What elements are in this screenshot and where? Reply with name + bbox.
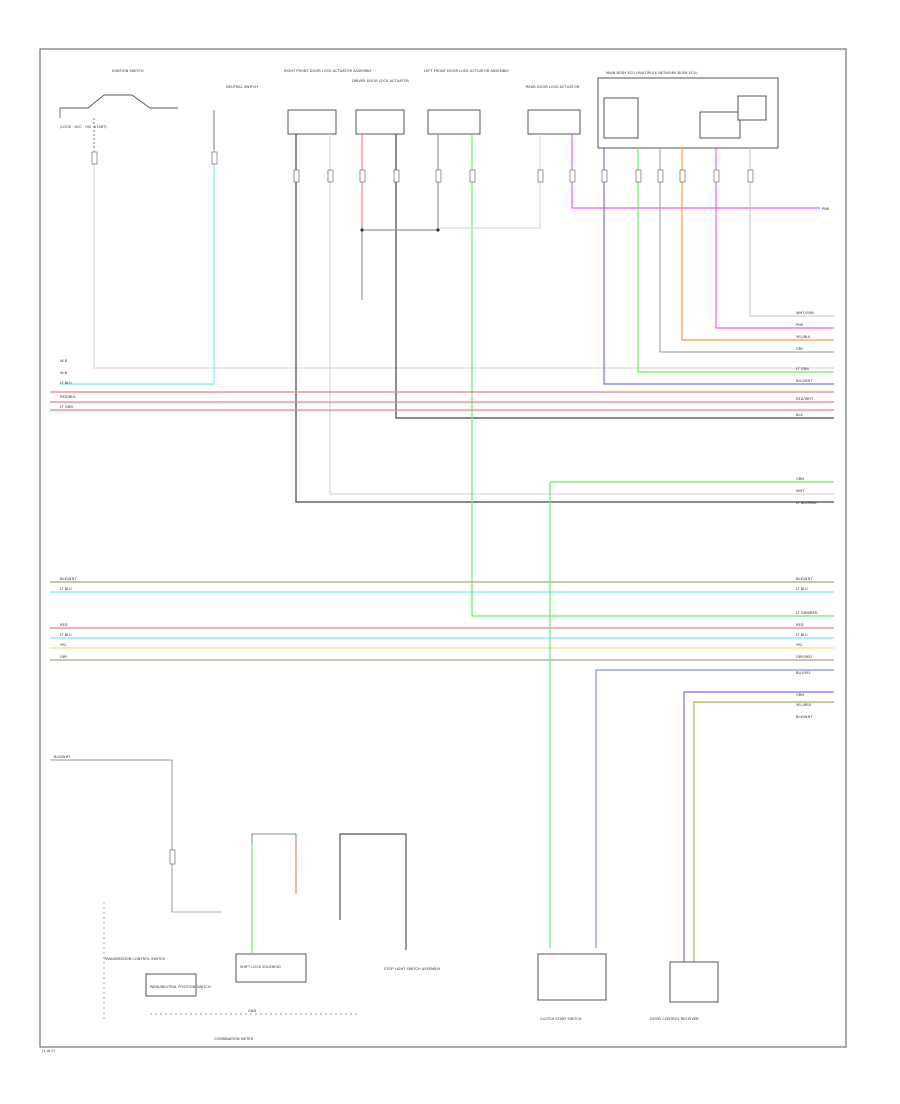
wire-label: LT BLU — [60, 633, 72, 637]
wire-label: GRN — [796, 477, 804, 481]
wire-label: RED/BLK — [60, 395, 76, 399]
wire-green-ecu — [637, 148, 834, 373]
shift-lock-solenoid-label: SHIFT LOCK SOLENOID — [240, 965, 281, 969]
wire-labels: W-B W-B LT BLU RED/BLK LT GRN WHT/GRN PN… — [60, 207, 830, 719]
door-control-receiver: DOOR CONTROL RECEIVER — [650, 961, 719, 1021]
wire-label: YEL/BLK — [796, 335, 811, 339]
diagram-frame — [39, 48, 847, 1048]
stop-light-switch: STOP LIGHT SWITCH ASSEMBLY — [339, 833, 441, 971]
main-body-ecu-label: MAIN BODY ECU (MULTIPLEX NETWORK BODY EC… — [606, 71, 698, 75]
wire-orange-ecu — [681, 148, 834, 341]
clutch-start-switch: CLUTCH START SWITCH — [537, 953, 607, 1021]
ignition-switch-sub: (LOCK · ACC · ON · START) — [60, 125, 107, 129]
bottom-note: GND — [248, 1009, 256, 1013]
wire-label: RED/WHT — [796, 397, 814, 401]
driver-door-lock-label: DRIVER DOOR LOCK ACTUATOR — [352, 79, 409, 83]
wire-label: BLU/YEL — [796, 671, 811, 675]
clutch-start-switch-label: CLUTCH START SWITCH — [540, 1017, 582, 1021]
transmission-ecu-label: TRANSMISSION CONTROL SWITCH — [103, 957, 165, 961]
wire-label: GRN — [796, 693, 804, 697]
main-body-ecu: MAIN BODY ECU (MULTIPLEX NETWORK BODY EC… — [597, 71, 779, 149]
left-front-door-lock-label: LEFT FRONT DOOR LOCK ACTUATOR ASSEMBLY — [424, 69, 510, 73]
wire-label: LT BLU — [796, 587, 808, 591]
wire-pink-ecu — [715, 148, 834, 329]
wire-label: BLK — [796, 413, 803, 417]
wire-ltblu-ign — [60, 150, 215, 385]
wire-label: RED — [60, 623, 68, 627]
wire-label: BLU/WHT — [796, 379, 813, 383]
top-connectors — [91, 151, 754, 232]
wire-white-rdl — [440, 134, 541, 229]
wire-label: BLK/WHT — [796, 577, 813, 581]
wire-label: BLK/WHT — [796, 715, 813, 719]
front-right-door-lock-label: RIGHT FRONT DOOR LOCK ACTUATOR ASSEMBLY — [284, 69, 373, 73]
ignition-switch-label: IGNITION SWITCH — [112, 69, 144, 73]
stop-light-switch-label: STOP LIGHT SWITCH ASSEMBLY — [384, 967, 441, 971]
wire-label: BLK/WHT — [60, 577, 77, 581]
wire-label: LT GRN — [60, 405, 73, 409]
wire-black-ddl — [395, 134, 834, 419]
ignition-switch: IGNITION SWITCH (LOCK · ACC · ON · START… — [59, 69, 215, 150]
shift-lock-solenoid: SHIFT LOCK SOLENOID — [235, 833, 307, 983]
wire-label: WHT/GRN — [796, 311, 814, 315]
wire-label: GRY — [796, 347, 804, 351]
footer-text: (1 of 2) — [42, 1049, 56, 1053]
combination-meter-label: COMBINATION METER — [214, 1037, 254, 1041]
wire-label: LT BLU — [60, 587, 72, 591]
park-neutral-switch-label: PARK/NEUTRAL POSITION SWITCH — [150, 985, 211, 989]
wire-label: W-B — [60, 371, 68, 375]
wire-green-lfdl — [471, 134, 834, 617]
rear-door-lock: REAR DOOR LOCK ACTUATOR — [526, 85, 581, 135]
neutral-switch-label: NEUTRAL SWITCH — [226, 85, 258, 89]
park-neutral-switch: PARK/NEUTRAL POSITION SWITCH — [145, 973, 211, 997]
bottom-left-wire-label: BLK/WHT — [54, 755, 71, 759]
wire-blue-ecu — [603, 148, 834, 385]
transmission-ecu: TRANSMISSION CONTROL SWITCH BLK/WHT — [50, 755, 222, 1022]
wire-label: LT BLU/RED — [796, 501, 817, 505]
wire-label: RED — [796, 623, 804, 627]
wire-black-frdl — [295, 134, 834, 503]
wire-label: YEL — [60, 643, 66, 647]
wire-label: LT GRN — [796, 367, 809, 371]
wire-pink-rdl — [571, 134, 820, 209]
wire-label: LT BLU — [796, 633, 808, 637]
top-wires — [60, 134, 834, 617]
bus-wires — [50, 391, 834, 962]
wire-label: WHT — [796, 489, 805, 493]
wire-label: LT GRN/RED — [796, 611, 818, 615]
wire-gray-lfdl — [361, 134, 439, 300]
wire-label: W-B — [60, 359, 68, 363]
wire-label: LT BLU — [60, 381, 72, 385]
front-right-door-lock: RIGHT FRONT DOOR LOCK ACTUATOR ASSEMBLY — [284, 69, 373, 135]
door-control-receiver-label: DOOR CONTROL RECEIVER — [650, 1017, 699, 1021]
wire-white-frdl — [329, 134, 834, 495]
wire-label: GRY — [60, 655, 68, 659]
wire-label: YEL/RED — [796, 703, 811, 707]
driver-door-lock: DRIVER DOOR LOCK ACTUATOR — [352, 79, 409, 135]
wire-label: GRY/RED — [796, 655, 812, 659]
wire-label: PNK — [822, 207, 830, 211]
left-front-door-lock: LEFT FRONT DOOR LOCK ACTUATOR ASSEMBLY — [424, 69, 510, 135]
wire-gray-ecu — [659, 148, 834, 353]
combination-meter: COMBINATION METER GND — [150, 1009, 360, 1041]
wire-white-ecu — [749, 148, 834, 317]
wire-white-ign — [93, 150, 834, 369]
wire-label: PNK — [796, 323, 804, 327]
wire-label: YEL — [796, 643, 802, 647]
rear-door-lock-label: REAR DOOR LOCK ACTUATOR — [526, 85, 580, 89]
